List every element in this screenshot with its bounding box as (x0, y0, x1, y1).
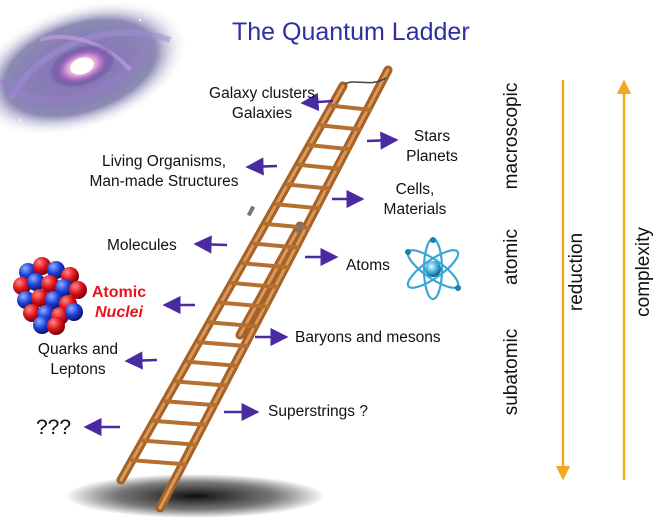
neutron-ball (27, 273, 45, 291)
proton-ball (13, 277, 31, 295)
label-unknown: ??? (36, 416, 72, 439)
ladder-rung (196, 340, 249, 349)
scale-macroscopic: macroscopic (501, 82, 522, 190)
neutron-ball (47, 261, 65, 279)
proton-ball (47, 317, 65, 335)
ladder-rung (274, 202, 321, 211)
label-molecules: Molecules (107, 237, 177, 254)
scale-complexity: complexity (633, 227, 654, 317)
label-living-organisms-text: Living Organisms, (101, 153, 227, 170)
ladder-rung (318, 123, 362, 132)
label-planets-text: Planets (406, 148, 458, 165)
pointer-arrows (83, 92, 399, 437)
page-title: The Quantum Ladder (232, 18, 470, 46)
ladder-rung (329, 103, 372, 112)
label-nuclei-text: Nuclei (94, 304, 143, 321)
label-galaxies-text: Galaxies (231, 105, 293, 122)
ladder-rung (218, 300, 269, 309)
label-stars-planets: Stars Planets (396, 127, 468, 167)
ladder-icon (116, 65, 393, 513)
label-living-organisms: Living Organisms, Man-made Structures (74, 152, 254, 192)
proton-ball (23, 304, 41, 322)
ladder-rung (307, 143, 351, 152)
neutron-ball (55, 279, 73, 297)
atom-icon (405, 237, 461, 301)
label-atomic-text: Atomic (91, 284, 147, 301)
neutron-ball (33, 316, 51, 334)
proton-ball (31, 289, 49, 307)
label-galaxy-clusters: Galaxy clusters Galaxies (198, 84, 326, 124)
ladder-rung (174, 379, 228, 388)
label-superstrings: Superstrings ? (268, 403, 368, 420)
label-man-made-text: Man-made Structures (89, 173, 239, 190)
proton-ball (69, 281, 87, 299)
scale-arrows (555, 79, 632, 481)
ladder-rung (152, 418, 208, 427)
label-cells-materials: Cells, Materials (370, 180, 460, 220)
scale-subatomic: subatomic (501, 328, 522, 416)
ladder-rung (241, 261, 290, 270)
ladder-rung (130, 458, 187, 467)
galaxy-icon (0, 0, 189, 137)
label-cells-text: Cells, (395, 181, 435, 198)
label-materials-text: Materials (383, 201, 447, 218)
ladder-rung (207, 320, 259, 329)
nucleus-icon (13, 257, 87, 335)
label-stars-text: Stars (413, 128, 451, 145)
label-atoms: Atoms (346, 257, 390, 274)
ladder-shadow (65, 474, 325, 518)
label-atomic-nuclei: Atomic Nuclei (85, 283, 153, 323)
proton-ball (41, 275, 59, 293)
ladder-rung (163, 399, 218, 408)
neutron-ball (45, 291, 63, 309)
label-galaxy-clusters-text: Galaxy clusters (209, 85, 315, 102)
ladder-rung (230, 281, 280, 289)
scale-atomic: atomic (501, 229, 522, 285)
ladder-rung (141, 438, 198, 447)
scale-reduction: reduction (566, 232, 587, 312)
ladder-rung (285, 182, 331, 191)
label-baryons-mesons: Baryons and mesons (295, 329, 441, 346)
label-leptons-text: Leptons (50, 361, 106, 378)
ladder-rung (252, 241, 300, 250)
ladder-rung (296, 162, 341, 171)
ladder-rung (185, 359, 239, 368)
label-quarks-leptons: Quarks and Leptons (24, 340, 132, 380)
neutron-ball (65, 303, 83, 321)
proton-ball (33, 257, 51, 275)
label-quarks-text: Quarks and (37, 341, 119, 358)
